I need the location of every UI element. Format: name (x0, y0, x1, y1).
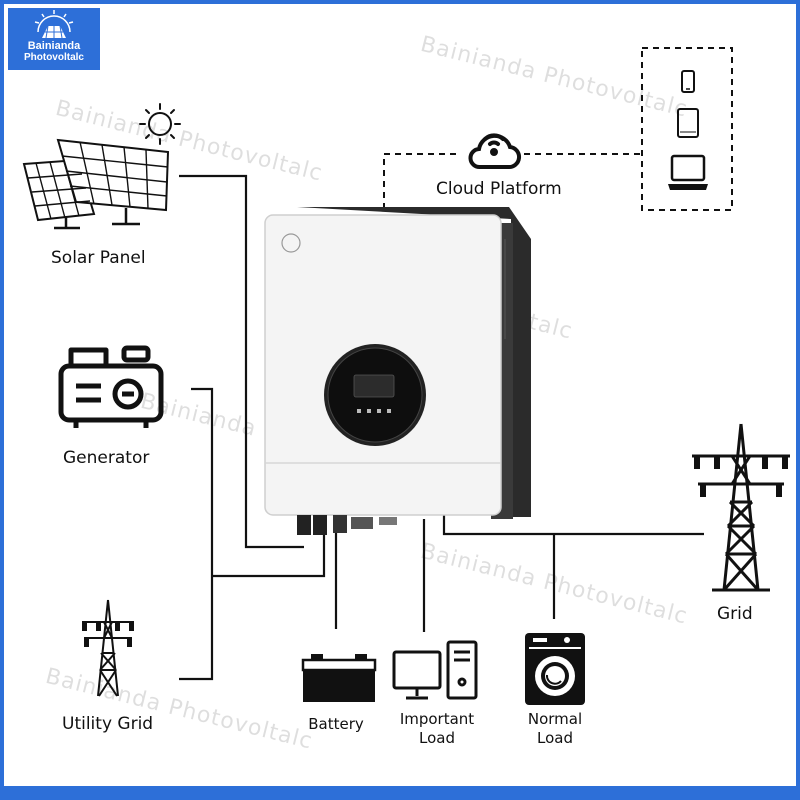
laptop-icon (668, 154, 708, 190)
label-generator: Generator (63, 448, 150, 468)
label-important-load-line2: Load (419, 729, 455, 747)
label-normal-load: Normal Load (528, 710, 582, 748)
cloud-dash-left (383, 153, 459, 209)
generator-icon (58, 345, 164, 428)
devices-box (641, 47, 733, 211)
connection-lines (179, 47, 733, 681)
grid-line (442, 509, 704, 536)
phone-icon (681, 70, 695, 93)
washing-machine-icon (525, 633, 585, 705)
label-grid: Grid (717, 604, 753, 624)
grid-tower-icon (692, 423, 790, 592)
label-cloud-platform: Cloud Platform (436, 179, 562, 199)
label-utility-grid: Utility Grid (62, 714, 154, 734)
solar-line (179, 174, 304, 549)
tablet-icon (677, 108, 699, 138)
label-solar-panel: Solar Panel (51, 248, 146, 268)
label-important-load: Important Load (400, 710, 474, 748)
generator-utility-line (179, 387, 214, 681)
label-important-load-line1: Important (399, 710, 475, 728)
inverter-icon (264, 207, 531, 535)
battery-icon (301, 654, 377, 702)
cloud-wifi-icon (468, 133, 521, 170)
label-normal-load-line1: Normal (527, 710, 583, 728)
label-normal-load-line2: Load (537, 729, 573, 747)
desktop-computer-icon (392, 640, 478, 700)
utility-tower-icon (82, 599, 134, 697)
brand-subname: Photovoltalc (23, 52, 84, 63)
brand-logo: Bainianda Photovoltalc (8, 8, 100, 70)
logo-sun-panel-icon (34, 10, 74, 39)
solar-panel-icon (22, 138, 170, 230)
brand-name: Bainianda (27, 40, 81, 52)
label-battery: Battery (308, 715, 364, 733)
ac-input-line (212, 529, 326, 578)
sun-icon (139, 103, 181, 145)
